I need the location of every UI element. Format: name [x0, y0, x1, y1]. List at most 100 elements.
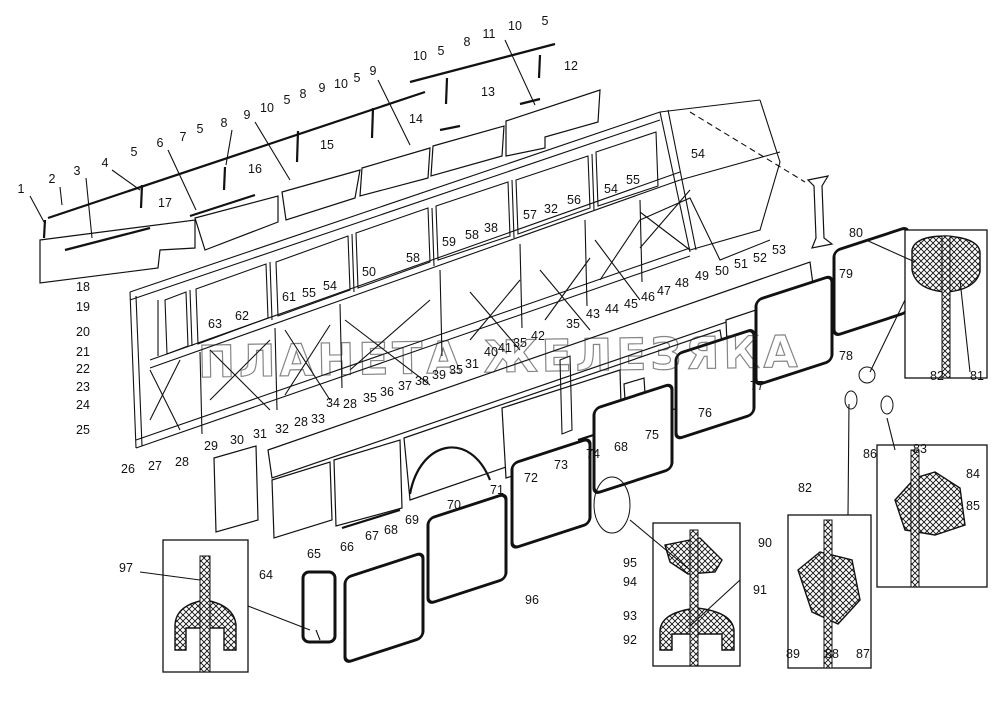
callout-label: 54 [323, 279, 337, 293]
callout-label: 83 [913, 442, 927, 456]
callout-label: 87 [856, 647, 870, 661]
callout-label: 85 [966, 499, 980, 513]
callout-label: 96 [525, 593, 539, 607]
callout-label: 9 [370, 64, 377, 78]
callout-label: 47 [657, 284, 671, 298]
callout-label: 41 [498, 341, 512, 355]
callout-label: 55 [626, 173, 640, 187]
callout-label: 68 [384, 523, 398, 537]
callout-label: 18 [76, 280, 90, 294]
callout-label: 40 [484, 345, 498, 359]
callout-label: 35 [566, 317, 580, 331]
callout-label: 16 [248, 162, 262, 176]
callout-label: 29 [204, 439, 218, 453]
callout-label: 73 [554, 458, 568, 472]
callout-label: 51 [734, 257, 748, 271]
callout-label: 28 [175, 455, 189, 469]
callout-label: 61 [282, 290, 296, 304]
callout-label: 5 [197, 122, 204, 136]
callout-label: 34 [326, 396, 340, 410]
callout-label: 32 [544, 202, 558, 216]
windows [301, 227, 910, 663]
callout-label: 11 [483, 27, 496, 41]
callout-label: 15 [320, 138, 334, 152]
callout-label: 65 [307, 547, 321, 561]
callout-label: 35 [449, 363, 463, 377]
callout-label: 54 [604, 182, 618, 196]
callout-label: 82 [930, 369, 944, 383]
callout-label: 46 [641, 290, 655, 304]
callout-label: 38 [415, 374, 429, 388]
callout-label: 50 [715, 264, 729, 278]
callout-label: 32 [275, 422, 289, 436]
callout-label: 5 [354, 71, 361, 85]
side-frame [129, 99, 834, 449]
callout-label: 5 [284, 93, 291, 107]
callout-label: 70 [447, 498, 461, 512]
callout-label: 35 [363, 391, 377, 405]
callout-label: 42 [531, 329, 545, 343]
callout-label: 24 [76, 398, 90, 412]
callout-label: 44 [605, 302, 619, 316]
callout-label: 91 [753, 583, 767, 597]
callout-label: 48 [675, 276, 689, 290]
callout-label: 86 [863, 447, 877, 461]
callout-label: 62 [235, 309, 249, 323]
callout-label: 92 [623, 633, 637, 647]
callout-label: 39 [432, 368, 446, 382]
callout-label: 50 [362, 265, 376, 279]
callout-label: 67 [365, 529, 379, 543]
callout-label: 59 [442, 235, 456, 249]
callout-label: 17 [158, 196, 172, 210]
callout-label: 9 [244, 108, 251, 122]
callout-label: 57 [523, 208, 537, 222]
callout-label: 20 [76, 325, 90, 339]
leader-lines [29, 39, 971, 641]
callout-label: 14 [409, 112, 423, 126]
callout-label: 9 [319, 81, 326, 95]
callout-label: 89 [786, 647, 800, 661]
callout-label: 58 [465, 228, 479, 242]
callout-label: 76 [698, 406, 712, 420]
callout-label: 1 [18, 182, 25, 196]
callout-label: 81 [970, 369, 984, 383]
callout-label: 10 [334, 77, 348, 91]
callout-label: 58 [406, 251, 420, 265]
callout-label: 22 [76, 362, 90, 376]
callout-label: 5 [131, 145, 138, 159]
callout-label: 8 [464, 35, 471, 49]
callout-label: 79 [839, 267, 853, 281]
callout-label: 3 [74, 164, 81, 178]
callout-label: 37 [398, 379, 412, 393]
callout-label: 63 [208, 317, 222, 331]
callout-label: 27 [148, 459, 162, 473]
callout-label: 66 [340, 540, 354, 554]
callout-label: 5 [438, 44, 445, 58]
callout-label: 74 [586, 447, 600, 461]
callout-label: 25 [76, 423, 90, 437]
callout-label: 10 [260, 101, 274, 115]
callout-label: 75 [645, 428, 659, 442]
callout-label: 54 [691, 147, 705, 161]
callout-label: 26 [121, 462, 135, 476]
callout-label: 8 [300, 87, 307, 101]
callout-label: 71 [490, 483, 504, 497]
callout-label: 35 [513, 336, 527, 350]
callout-label: 53 [772, 243, 786, 257]
callout-label: 78 [839, 349, 853, 363]
watermark-text: ПЛАНЕТА ЖЕЛЕЗЯКА [198, 327, 802, 389]
callout-label: 94 [623, 575, 637, 589]
callout-label: 82 [798, 481, 812, 495]
callout-label: 49 [695, 269, 709, 283]
callout-label: 21 [76, 345, 90, 359]
callout-label: 68 [614, 440, 628, 454]
callout-label: 90 [758, 536, 772, 550]
callout-label: 6 [157, 136, 164, 150]
callout-label: 31 [465, 357, 479, 371]
callout-label: 88 [825, 647, 839, 661]
callout-label: 55 [302, 286, 316, 300]
callout-label: 31 [253, 427, 267, 441]
callout-label: 28 [294, 415, 308, 429]
